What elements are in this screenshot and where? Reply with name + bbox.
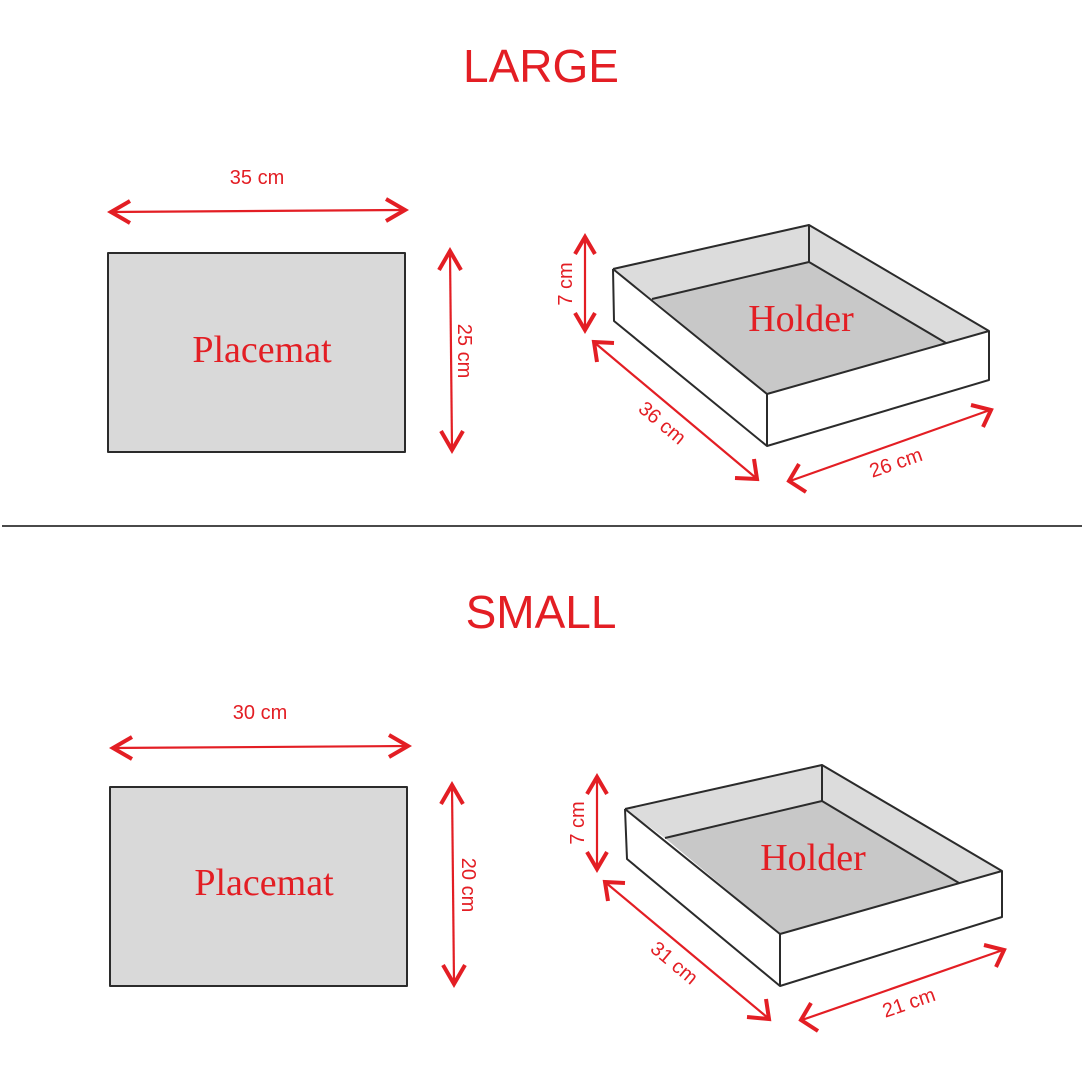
holder-label: Holder bbox=[748, 298, 854, 340]
placemat-rect bbox=[109, 786, 408, 987]
holder-left-wall bbox=[613, 269, 767, 446]
section-large: LARGE Placemat 35 cm 25 cm bbox=[107, 40, 994, 494]
placemat-label: Placemat bbox=[194, 862, 334, 904]
placemat-width-label: 35 cm bbox=[230, 167, 284, 189]
placemat-rect bbox=[107, 252, 406, 453]
section-title: LARGE bbox=[463, 40, 619, 92]
placemat-label: Placemat bbox=[192, 329, 332, 371]
placemat-large: Placemat 35 cm 25 cm bbox=[107, 167, 475, 454]
length-arrow-icon bbox=[602, 879, 772, 1022]
holder-front-wall bbox=[780, 871, 1002, 986]
holder-length-label: 31 cm bbox=[646, 937, 702, 989]
placemat-height-label: 20 cm bbox=[457, 858, 479, 912]
depth-arrow-icon bbox=[573, 233, 597, 334]
height-arrow-icon bbox=[437, 247, 465, 454]
holder-left-wall bbox=[625, 809, 780, 986]
holder-floor bbox=[652, 262, 946, 394]
placemat-height-label: 25 cm bbox=[453, 324, 475, 378]
depth-arrow-icon bbox=[585, 773, 609, 873]
holder-label: Holder bbox=[760, 837, 866, 879]
holder-large: Holder 7 cm 36 cm 26 cm bbox=[555, 224, 994, 494]
length-arrow-icon bbox=[591, 339, 760, 482]
height-arrow-icon bbox=[439, 781, 467, 988]
holder-depth-label: 7 cm bbox=[555, 262, 577, 305]
holder-front-wall bbox=[767, 331, 989, 446]
placemat-width-label: 30 cm bbox=[233, 702, 287, 724]
holder-floor bbox=[665, 801, 959, 934]
width-arrow-icon bbox=[786, 403, 994, 494]
width-arrow-icon bbox=[107, 197, 409, 225]
width-arrow-icon bbox=[798, 943, 1007, 1033]
section-title: SMALL bbox=[466, 586, 617, 638]
placemat-small: Placemat 30 cm 20 cm bbox=[109, 702, 479, 988]
holder-length-label: 36 cm bbox=[634, 397, 690, 449]
holder-depth-label: 7 cm bbox=[567, 801, 589, 844]
width-arrow-icon bbox=[109, 733, 412, 761]
section-small: SMALL Placemat 30 cm 20 cm bbox=[109, 586, 1007, 1033]
holder-small: Holder 7 cm 31 cm 21 cm bbox=[567, 764, 1007, 1033]
